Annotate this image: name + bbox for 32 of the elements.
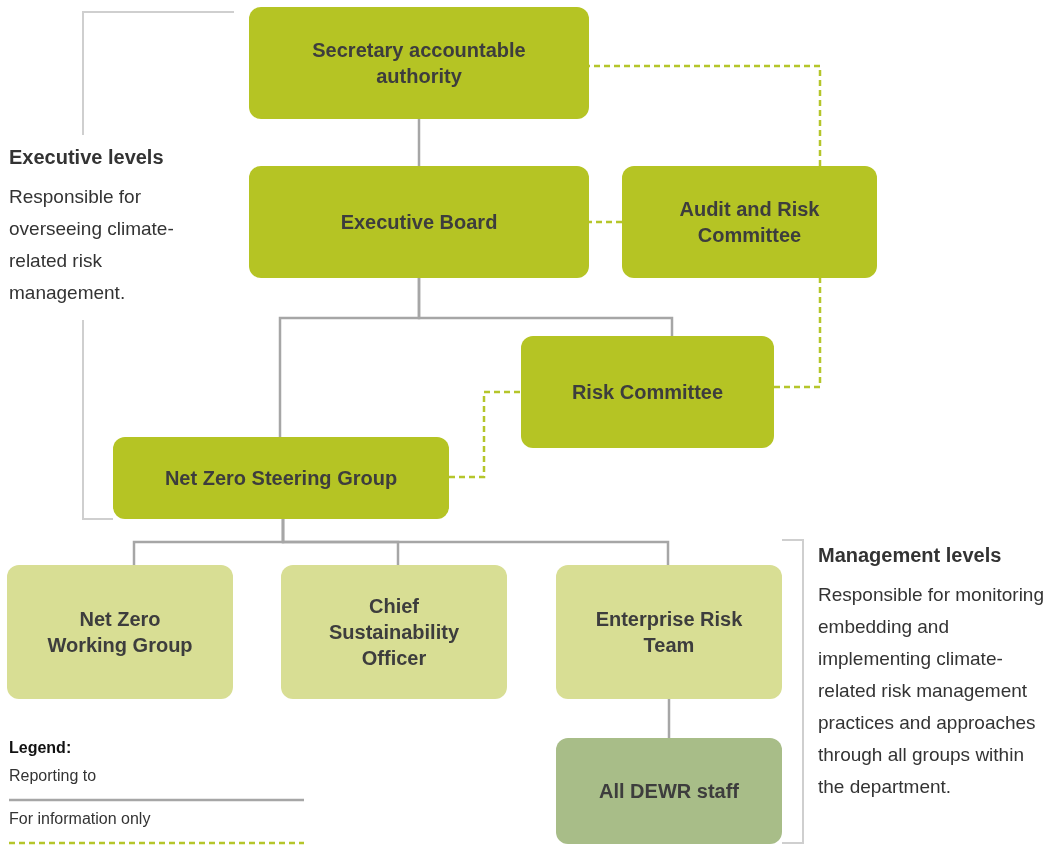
org-box — [281, 565, 507, 699]
org-box — [249, 7, 589, 119]
section-description: Responsible for overseeing climate-related risk management. — [9, 185, 175, 305]
box-title: Enterprise Risk Team — [594, 607, 744, 658]
org-box — [556, 738, 782, 844]
org-box — [622, 166, 877, 278]
connector-line — [667, 699, 671, 738]
connector-line — [417, 119, 421, 166]
connector-line — [589, 220, 622, 224]
box-title: All DEWR staff — [599, 779, 739, 804]
connector-line — [774, 278, 822, 389]
legend-label: Reporting to — [9, 766, 97, 786]
box-title: Secretary accountable authority — [311, 38, 527, 89]
box-title: Audit and Risk Committee — [678, 197, 821, 248]
section-description: Responsible for monitoring embedding and implementing climate-related risk management practices and approaches through all groups within the department. — [818, 583, 1045, 799]
box-title: Risk Committee — [571, 380, 724, 405]
box-title: Net Zero Working Group — [46, 607, 194, 658]
box-title: Executive Board — [340, 210, 498, 235]
org-box — [7, 565, 233, 699]
org-box — [249, 166, 589, 278]
org-box — [556, 565, 782, 699]
org-box — [521, 336, 774, 448]
connector-line — [449, 390, 521, 479]
section-heading: Executive levels — [9, 145, 165, 170]
org-box — [113, 437, 449, 519]
legend-heading: Legend: — [9, 738, 73, 758]
connector-line — [281, 519, 670, 565]
connector-line — [417, 278, 674, 336]
legend-label: For information only — [9, 809, 151, 829]
section-heading: Management levels — [818, 543, 1003, 568]
box-title: Net Zero Steering Group — [164, 466, 398, 491]
box-title: Chief Sustainability Officer — [328, 594, 460, 671]
